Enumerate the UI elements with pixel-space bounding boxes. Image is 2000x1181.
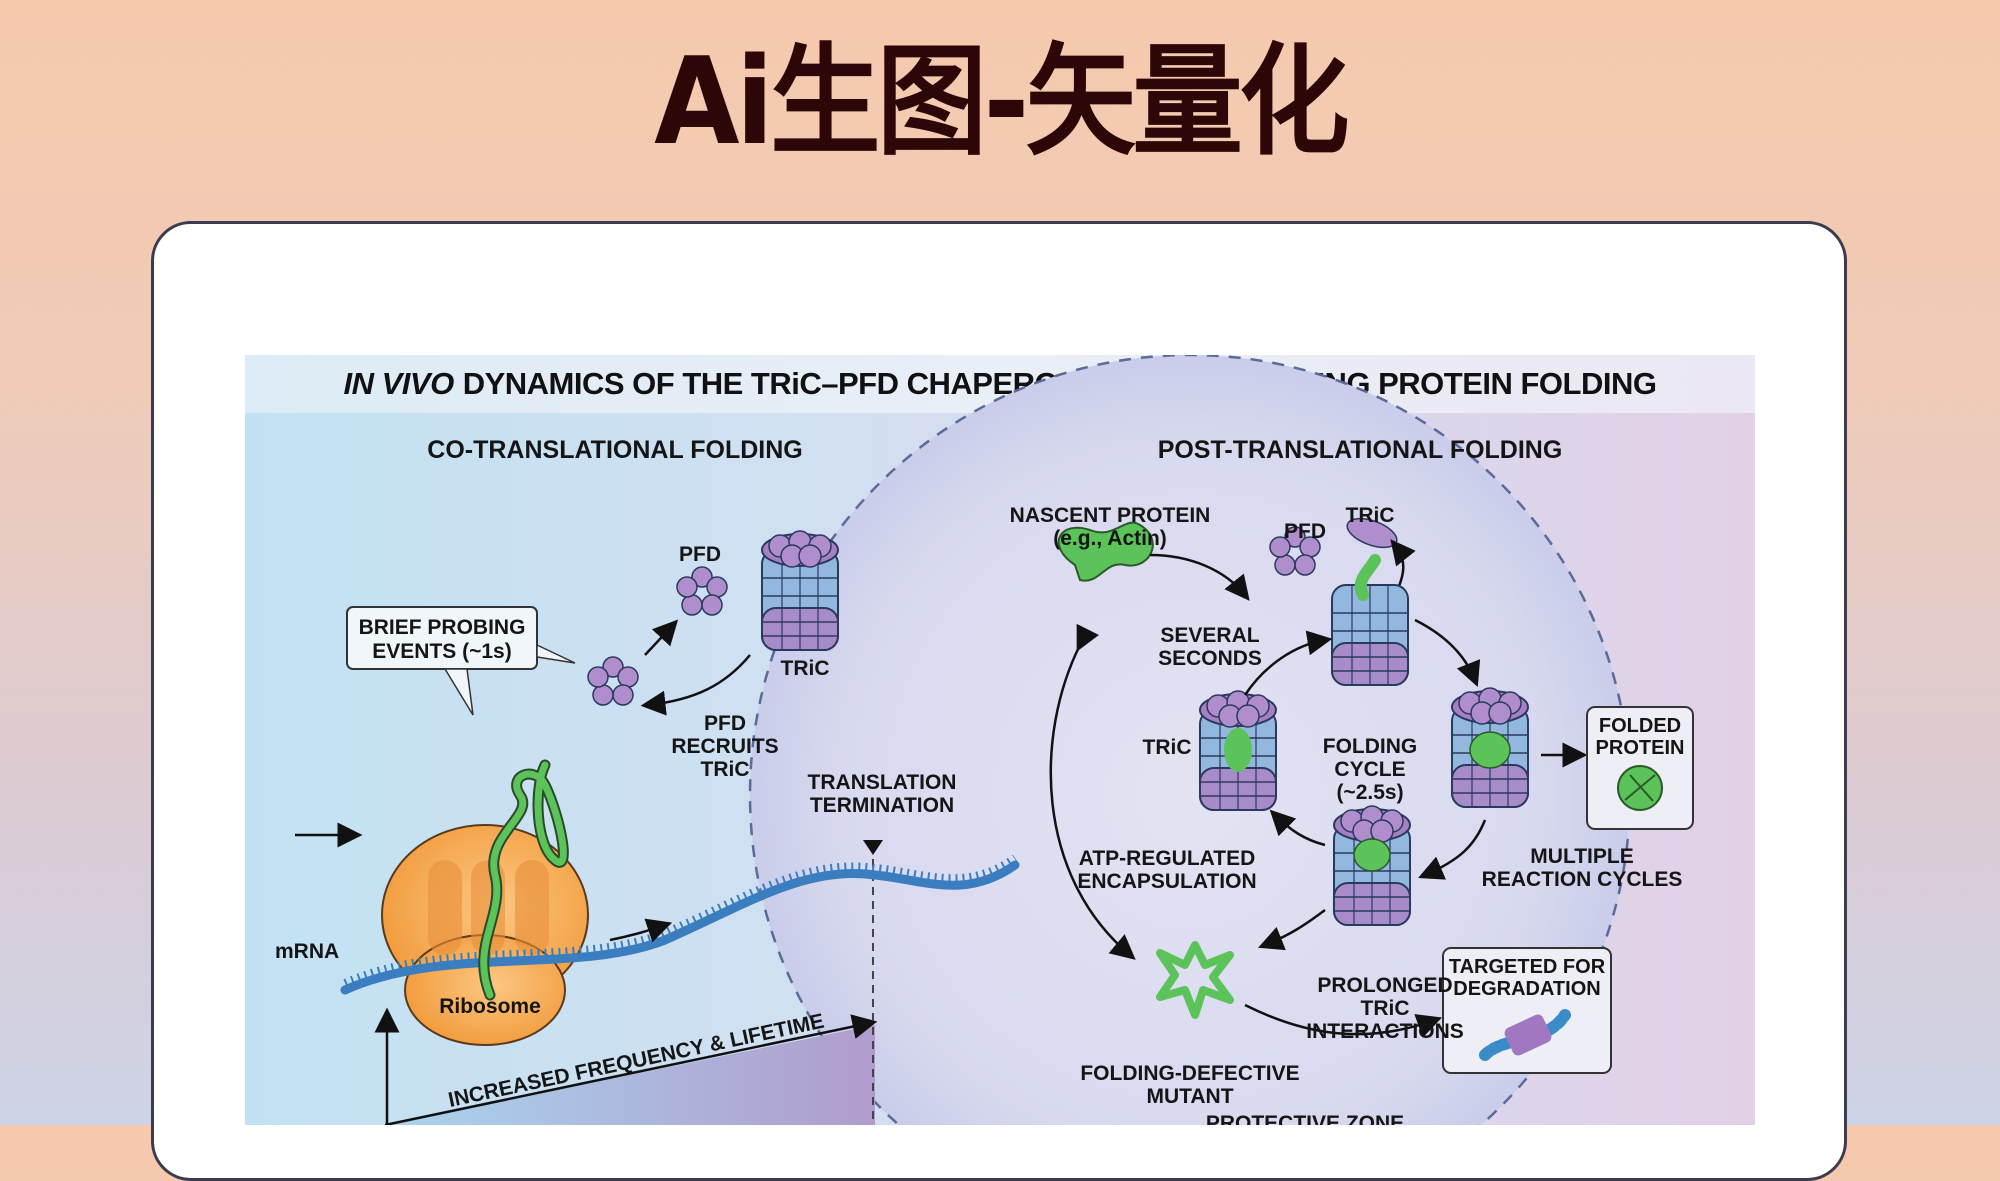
atp-line2: ENCAPSULATION bbox=[1077, 870, 1256, 893]
recruit-arrow bbox=[640, 654, 751, 716]
atp-line1: ATP-REGULATED bbox=[1079, 847, 1256, 870]
tric-cap-icon bbox=[761, 530, 839, 568]
tric-label: TRiC bbox=[781, 657, 830, 680]
encapsulation-arrow bbox=[1243, 630, 1333, 696]
to-folding-arrow bbox=[1414, 618, 1481, 687]
prolonged-line3: INTERACTIONS bbox=[1306, 1020, 1464, 1043]
callout-line2: EVENTS (~1s) bbox=[372, 640, 511, 663]
several-seconds-line2: SECONDS bbox=[1158, 647, 1262, 670]
tric-folding-cap-icon bbox=[1451, 687, 1529, 725]
section-co-translational: CO-TRANSLATIONAL FOLDING bbox=[427, 436, 802, 464]
pfd-recruits-line3: TRiC bbox=[701, 758, 750, 781]
probing-callout bbox=[346, 606, 576, 716]
tric-prolonged-cap-icon bbox=[1333, 805, 1411, 843]
multiple-line2: REACTION CYCLES bbox=[1482, 868, 1683, 891]
callout-line1: BRIEF PROBING bbox=[359, 616, 526, 639]
pfd-label: PFD bbox=[679, 543, 721, 566]
translation-termination-line1: TRANSLATION bbox=[808, 771, 957, 794]
prolonged-line1: PROLONGED bbox=[1317, 974, 1452, 997]
several-seconds-line1: SEVERAL bbox=[1160, 624, 1259, 647]
pfd-post-label: PFD bbox=[1284, 520, 1326, 543]
degradation-protein-icon bbox=[1479, 1009, 1571, 1061]
diagram-svg: CO-TRANSLATIONAL FOLDING POST-TRANSLATIO… bbox=[275, 355, 1694, 1125]
tric-top-label: TRiC bbox=[1346, 504, 1395, 527]
tric-left-label: TRiC bbox=[1143, 736, 1192, 759]
tric-binding-icon bbox=[1331, 584, 1409, 686]
folded-protein-line1: FOLDED bbox=[1599, 715, 1681, 737]
termination-marker-icon bbox=[863, 840, 883, 855]
mutant-line2: MUTANT bbox=[1146, 1085, 1233, 1108]
targeted-line2: DEGRADATION bbox=[1453, 978, 1600, 1000]
nascent-protein-icon bbox=[1057, 521, 1154, 582]
diagram-figure: IN VIVO DYNAMICS OF THE TRiC–PFD CHAPERO… bbox=[245, 355, 1755, 1125]
pfd-bound-icon bbox=[587, 656, 639, 706]
degradation-box bbox=[1442, 947, 1612, 1074]
pfd-free-icon bbox=[676, 566, 728, 616]
page-title: Ai生图-矢量化 bbox=[654, 33, 1349, 172]
prolonged-line2: TRiC bbox=[1361, 997, 1410, 1020]
to-degradation-arrow bbox=[1244, 1003, 1443, 1038]
mutant-line1: FOLDING-DEFECTIVE bbox=[1080, 1062, 1299, 1085]
pfd-recruits-line2: RECRUITS bbox=[671, 735, 778, 758]
figure-title-italic: IN VIVO bbox=[343, 366, 455, 401]
tric-closed-cap-icon bbox=[1199, 690, 1277, 728]
nascent-line1: NASCENT PROTEIN bbox=[1010, 504, 1211, 527]
translation-termination-line2: TERMINATION bbox=[810, 794, 954, 817]
exit-arrow bbox=[609, 918, 673, 943]
targeted-line1: TARGETED FOR bbox=[1449, 956, 1606, 978]
reaction-cycles-arrow bbox=[1418, 819, 1487, 880]
folded-protein-icon bbox=[1617, 765, 1663, 811]
nascent-line2: (e.g., Actin) bbox=[1053, 527, 1167, 550]
long-cycle-arrow bbox=[1049, 623, 1136, 960]
mrna-label: mRNA bbox=[275, 940, 339, 963]
ribosome-label: Ribosome bbox=[439, 995, 541, 1018]
folding-cycle-line2: CYCLE bbox=[1334, 758, 1405, 781]
atp-arrow bbox=[1269, 809, 1326, 847]
several-seconds-arrow bbox=[1149, 553, 1250, 601]
multiple-line1: MULTIPLE bbox=[1530, 845, 1633, 868]
to-mutant-arrow bbox=[1258, 908, 1326, 951]
frequency-arrow bbox=[384, 1014, 878, 1125]
mutant-star-icon bbox=[1156, 941, 1234, 1019]
pfd-recruits-line1: PFD bbox=[704, 712, 746, 735]
section-post-translational: POST-TRANSLATIONAL FOLDING bbox=[1158, 436, 1563, 464]
folding-cycle-line1: FOLDING bbox=[1323, 735, 1418, 758]
folded-protein-line2: PROTEIN bbox=[1596, 737, 1685, 759]
protective-zone-label: PROTECTIVE ZONE bbox=[1206, 1112, 1404, 1125]
folding-cycle-line3: (~2.5s) bbox=[1336, 781, 1403, 804]
pfd-release-arrow bbox=[644, 619, 679, 656]
